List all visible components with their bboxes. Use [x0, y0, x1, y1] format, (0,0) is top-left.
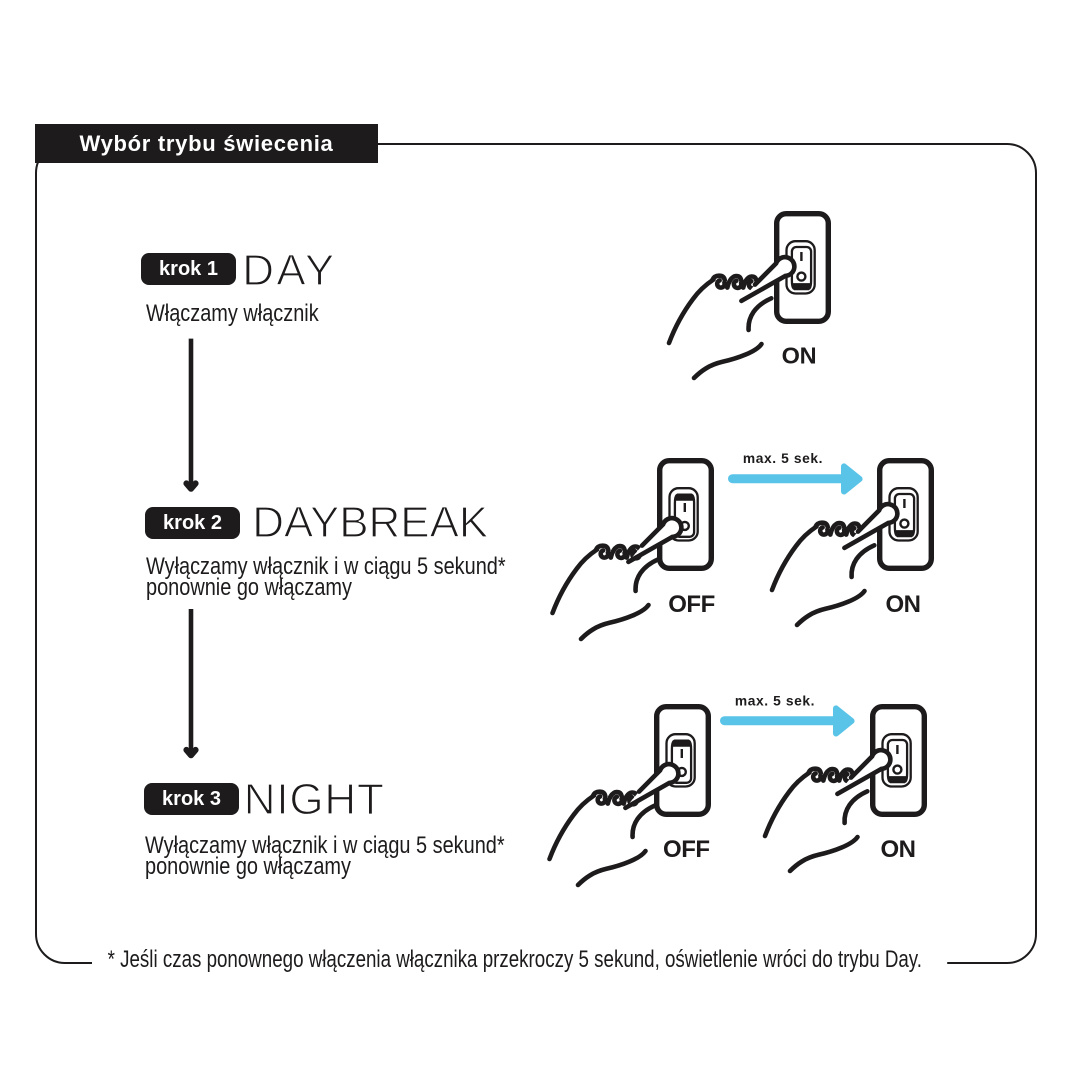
svg-text:max. 5 sek.: max. 5 sek.: [735, 693, 815, 708]
svg-text:OFF: OFF: [663, 836, 710, 863]
svg-text:ON: ON: [886, 591, 921, 618]
svg-text:ON: ON: [881, 836, 916, 863]
svg-text:ON: ON: [782, 342, 817, 368]
svg-text:max. 5 sek.: max. 5 sek.: [743, 451, 823, 466]
svg-text:OFF: OFF: [668, 591, 715, 618]
